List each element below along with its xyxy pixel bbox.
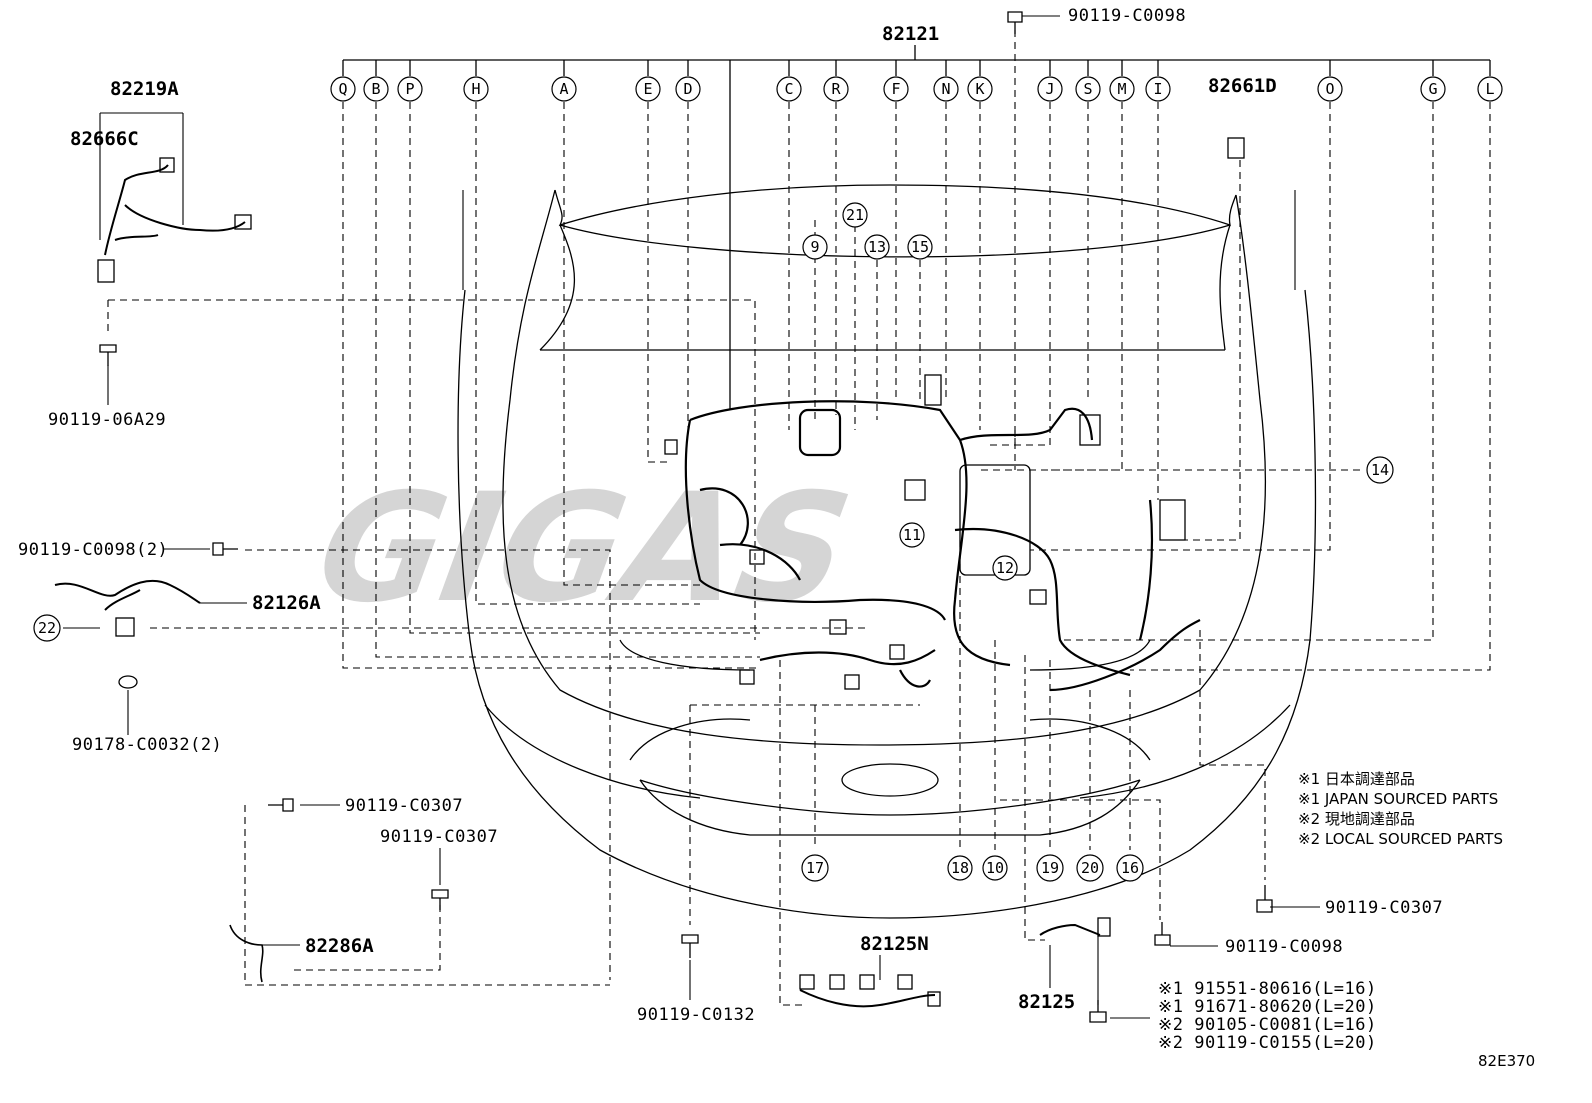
callout-13: 13 [868, 238, 886, 256]
callout-h: H [471, 80, 480, 98]
number-callout-labels: 21 9 13 15 14 11 12 22 17 18 10 19 20 16 [38, 206, 1389, 877]
callout-19: 19 [1041, 859, 1059, 877]
watermark: GIGAS [289, 461, 879, 636]
callout-16: 16 [1121, 859, 1139, 877]
leader-lines [107, 30, 1491, 1006]
bolt-variant-list: ※1 91551-80616(L=16) ※1 91671-80620(L=20… [1158, 979, 1377, 1053]
bolt-variant-1: ※1 91551-80616(L=16) [1158, 979, 1377, 999]
harness-bracket [342, 45, 1491, 410]
callout-d: D [683, 80, 692, 98]
callout-15: 15 [911, 238, 929, 256]
bolt-c0098-2-label: 90119-C0098(2) [18, 540, 168, 560]
letter-callouts [330, 76, 1503, 102]
bolt-top-label: 90119-C0098 [1068, 6, 1186, 26]
callout-10: 10 [986, 859, 1004, 877]
part-82219a-label: 82219A [110, 78, 179, 100]
bolt-variant-4: ※2 90119-C0155(L=20) [1158, 1033, 1377, 1053]
callout-a: A [559, 80, 568, 98]
source-notes: ※1 日本調達部品 ※1 JAPAN SOURCED PARTS ※2 現地調達… [1298, 770, 1503, 848]
bolt-c0098-b-label: 90119-C0098 [1225, 937, 1343, 957]
callout-18: 18 [951, 859, 969, 877]
part-drawings [54, 11, 1273, 1023]
callout-22: 22 [38, 619, 56, 637]
callout-21: 21 [846, 206, 864, 224]
part-82661d-label: 82661D [1208, 75, 1277, 97]
harness-main-label: 82121 [882, 23, 939, 45]
callout-c: C [784, 80, 793, 98]
callout-14: 14 [1371, 461, 1389, 479]
part-82666c-label: 82666C [70, 128, 139, 150]
callout-l: L [1485, 80, 1494, 98]
part-labels: 82121 90119-C0098 82219A 82666C 90119-06… [18, 6, 1443, 1025]
callout-20: 20 [1081, 859, 1099, 877]
number-callouts [33, 202, 1394, 882]
callout-s: S [1083, 80, 1092, 98]
bolt-c0307-b-label: 90119-C0307 [380, 827, 498, 847]
note-1-jp: ※1 日本調達部品 [1298, 770, 1415, 788]
bolt-06a29-label: 90119-06A29 [48, 410, 166, 430]
bolt-c0307-c-label: 90119-C0307 [1325, 898, 1443, 918]
callout-o: O [1325, 80, 1334, 98]
letter-callout-labels: Q B P H A E D C R F N K J S M I O G L [338, 80, 1494, 98]
car-outline [457, 184, 1317, 919]
callout-q: Q [338, 80, 347, 98]
callout-9: 9 [810, 238, 819, 256]
callout-r: R [831, 80, 841, 98]
callout-i: I [1153, 80, 1162, 98]
note-1-en: ※1 JAPAN SOURCED PARTS [1298, 790, 1498, 808]
note-2-jp: ※2 現地調達部品 [1298, 810, 1415, 828]
solid-leaders [63, 15, 1320, 1019]
callout-f: F [891, 80, 900, 98]
bolt-c0132-label: 90119-C0132 [637, 1005, 755, 1025]
diagram-code: 82E370 [1478, 1052, 1535, 1070]
callout-p: P [405, 80, 414, 98]
callout-m: M [1117, 80, 1126, 98]
bolt-variant-2: ※1 91671-80620(L=20) [1158, 997, 1377, 1017]
callout-k: K [975, 80, 984, 98]
bolt-variant-3: ※2 90105-C0081(L=16) [1158, 1015, 1377, 1035]
callout-e: E [643, 80, 652, 98]
bolt-c0307-a-label: 90119-C0307 [345, 796, 463, 816]
part-82125-label: 82125 [1018, 991, 1075, 1013]
callout-12: 12 [996, 559, 1014, 577]
clip-c0032-label: 90178-C0032(2) [72, 735, 222, 755]
callout-17: 17 [806, 859, 824, 877]
callout-n: N [941, 80, 950, 98]
callout-11: 11 [903, 526, 921, 544]
callout-b: B [371, 80, 380, 98]
note-2-en: ※2 LOCAL SOURCED PARTS [1298, 830, 1503, 848]
part-82125n-label: 82125N [860, 933, 929, 955]
callout-j: J [1045, 80, 1054, 98]
callout-g: G [1428, 80, 1437, 98]
part-82126a-label: 82126A [252, 592, 321, 614]
part-82286a-label: 82286A [305, 935, 374, 957]
